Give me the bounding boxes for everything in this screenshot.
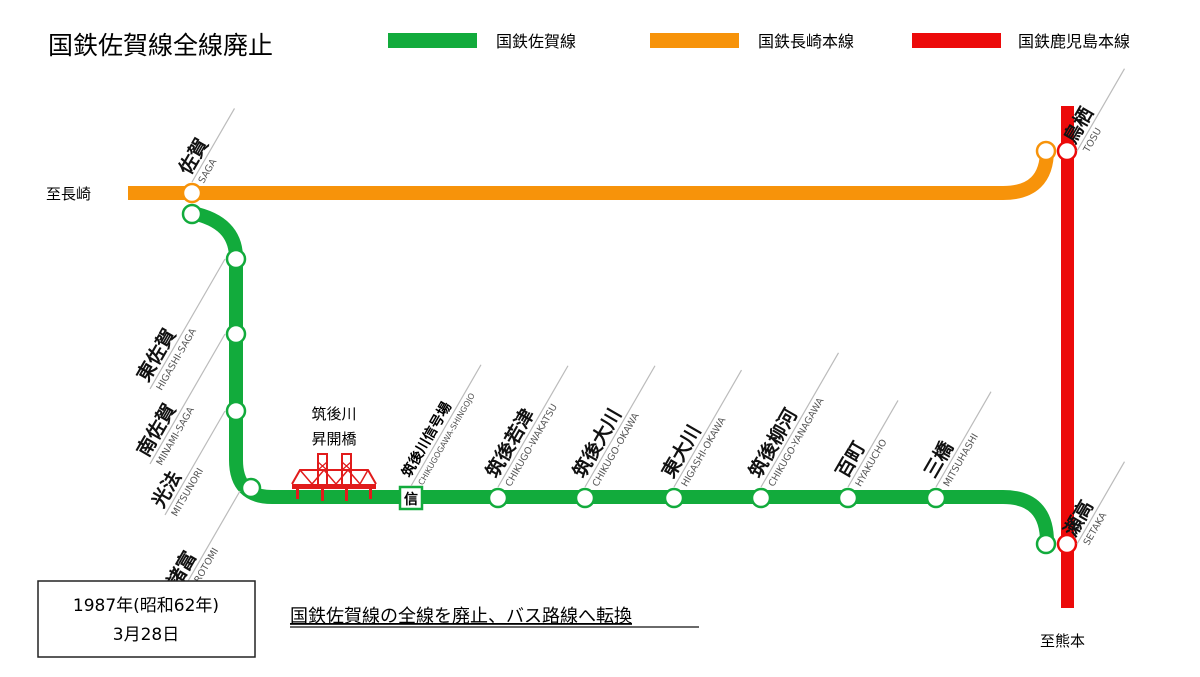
destination-kumamoto: 至熊本	[1040, 632, 1085, 650]
station-label-shingojo: 筑後川信号場 CHIKUGOGAWA-SHINGOJO	[398, 364, 482, 487]
station-marker-mitsuhashi	[925, 487, 947, 509]
station-marker-higashi-saga	[225, 248, 247, 270]
date-box: 1987年(昭和62年) 3月28日	[37, 580, 256, 658]
station-labels: 佐賀 SAGA 東佐賀 HIGASHI-SAGA 南佐賀 MINAMI-SAGA…	[132, 68, 1126, 598]
station-label-higashi-okawa: 東大川 HIGASHI-OKAWA	[657, 369, 743, 489]
kagoshima-line-track	[1061, 106, 1074, 608]
saga-line-track	[190, 206, 1054, 543]
abolition-note: 国鉄佐賀線の全線を廃止、バス路線へ転換	[290, 606, 632, 627]
station-marker-wakatsu	[487, 487, 509, 509]
station-label-wakatsu: 筑後若津 CHIKUGO-WAKATSU	[481, 365, 569, 489]
bridge-label-line2: 昇開橋	[311, 430, 356, 448]
legend-label-saga-line: 国鉄佐賀線	[496, 32, 576, 51]
station-marker-shingojo	[398, 485, 424, 511]
date-line2: 3月28日	[113, 625, 179, 645]
station-label-saga: 佐賀 SAGA	[174, 108, 236, 186]
station-marker-setaka-saga	[1035, 533, 1057, 555]
legend-label-kagoshima-line: 国鉄鹿児島本線	[1018, 32, 1130, 51]
station-label-higashi-saga: 東佐賀 HIGASHI-SAGA	[132, 258, 226, 392]
station-marker-tosu-nagasaki	[1035, 140, 1057, 162]
destination-nagasaki: 至長崎	[46, 185, 91, 203]
bridge-label-line1: 筑後川	[311, 405, 356, 423]
station-marker-saga	[181, 203, 203, 225]
legend-swatch-nagasaki-line	[650, 33, 739, 48]
station-label-okawa: 筑後大川 CHIKUGO-OKAWA	[568, 365, 656, 489]
date-line1: 1987年(昭和62年)	[73, 596, 219, 616]
station-marker-minami-saga	[225, 323, 247, 345]
station-marker-okawa	[574, 487, 596, 509]
nagasaki-line-track	[128, 149, 1054, 200]
legend-label-nagasaki-line: 国鉄長崎本線	[758, 32, 854, 51]
station-marker-mitsunori	[225, 400, 247, 422]
page-title: 国鉄佐賀線全線廃止	[48, 31, 273, 60]
legend: 国鉄佐賀線 国鉄長崎本線 国鉄鹿児島本線	[388, 32, 1130, 51]
station-markers	[181, 140, 1078, 555]
station-marker-morotomi	[240, 477, 262, 499]
signal-station-mark: 信	[404, 491, 418, 508]
station-marker-tosu	[1056, 140, 1078, 162]
station-marker-higashi-okawa	[663, 487, 685, 509]
station-marker-yanagawa	[750, 487, 772, 509]
legend-swatch-saga-line	[388, 33, 477, 48]
legend-swatch-kagoshima-line	[912, 33, 1001, 48]
station-label-hyakucho: 百町 HYAKUCHO	[832, 400, 899, 489]
station-label-mitsuhashi: 三橋 MITSUHASHI	[919, 391, 992, 489]
station-marker-hyakucho	[837, 487, 859, 509]
station-marker-saga-nagasaki	[181, 182, 203, 204]
lift-bridge-icon	[291, 453, 377, 501]
station-marker-setaka	[1056, 533, 1078, 555]
